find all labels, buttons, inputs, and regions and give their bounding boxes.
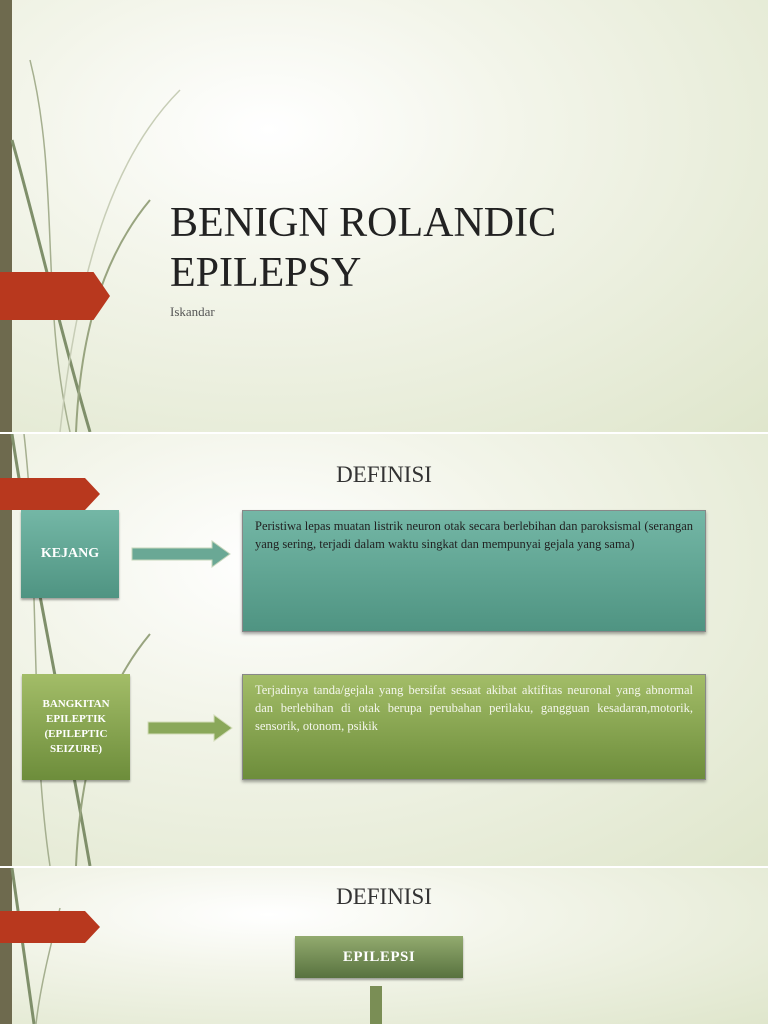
- kejang-box: KEJANG: [21, 510, 119, 598]
- red-tab: [0, 272, 110, 320]
- right-arrow-icon: [131, 540, 231, 568]
- section-heading: DEFINISI: [336, 462, 432, 487]
- slide-definisi-2: DEFINISI EPILEPSI: [0, 868, 768, 1024]
- kejang-description: Peristiwa lepas muatan listrik neuron ot…: [242, 510, 706, 632]
- section-heading: DEFINISI: [336, 884, 432, 909]
- slide-title: BENIGN ROLANDIC EPILEPSY Iskandar: [0, 0, 768, 432]
- connector-line: [370, 986, 382, 1024]
- bangkitan-label: BANGKITAN EPILEPTIK (EPILEPTIC SEIZURE): [42, 698, 110, 755]
- left-accent-bar: [0, 434, 12, 866]
- bangkitan-description: Terjadinya tanda/gejala yang bersifat se…: [242, 674, 706, 780]
- kejang-label: KEJANG: [40, 546, 100, 561]
- left-accent-bar: [0, 868, 12, 1024]
- red-tab: [0, 478, 100, 510]
- epilepsi-box: EPILEPSI: [295, 936, 463, 978]
- author-name: Iskandar: [170, 304, 215, 319]
- epilepsi-label: EPILEPSI: [342, 948, 416, 965]
- red-tab: [0, 911, 100, 943]
- slide-divider: [0, 866, 768, 868]
- bangkitan-box: BANGKITAN EPILEPTIK (EPILEPTIC SEIZURE): [22, 674, 130, 780]
- slide-title-text: BENIGN ROLANDIC EPILEPSY: [170, 200, 557, 296]
- right-arrow-icon: [147, 714, 233, 742]
- slide-definisi-1: DEFINISI KEJANG Peristiwa lepas muatan l…: [0, 434, 768, 866]
- left-accent-bar: [0, 0, 12, 432]
- slide-divider: [0, 432, 768, 434]
